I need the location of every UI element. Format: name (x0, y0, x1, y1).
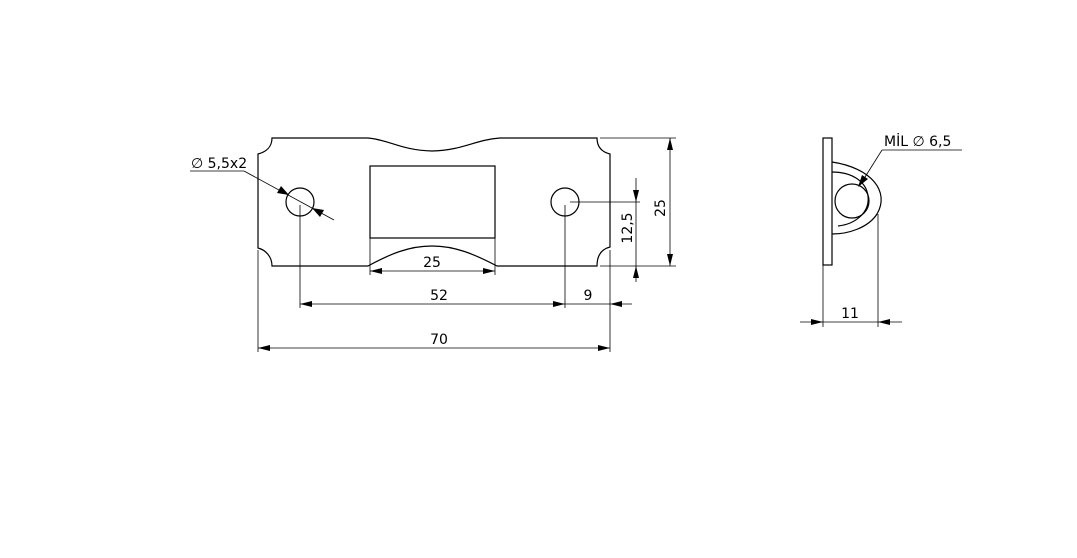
dim-pin-depth (800, 319, 902, 325)
dim-total-height-label: 25 (653, 199, 669, 217)
side-view: MİL ∅ 6,5 11 (800, 132, 962, 327)
front-view: ∅ 5,5x2 25 52 9 (190, 137, 676, 352)
pin-diameter-leader (858, 149, 962, 187)
dim-hole-edge (565, 301, 632, 307)
dim-window-width-label: 25 (423, 255, 441, 271)
dim-total-height (667, 138, 673, 266)
pin-cross-section (834, 183, 870, 219)
dim-half-height-label: 12,5 (620, 212, 636, 243)
hole-diameter-leader (190, 170, 335, 221)
rectangular-window (369, 165, 496, 239)
hole-callout-label: ∅ 5,5x2 (191, 156, 247, 172)
side-plate (822, 137, 833, 266)
dim-half-height (633, 178, 639, 282)
dim-hole-edge-label: 9 (584, 288, 593, 304)
dim-pin-depth-label: 11 (841, 306, 859, 322)
pin-callout-label: MİL ∅ 6,5 (884, 132, 951, 150)
dim-hole-spacing (300, 301, 565, 307)
dim-hole-spacing-label: 52 (430, 288, 448, 304)
dim-total-length (258, 345, 610, 351)
plate-outline (257, 137, 611, 267)
pin-loop-outer (831, 161, 882, 235)
dim-total-length-label: 70 (430, 332, 448, 348)
dim-window-width (370, 268, 495, 274)
